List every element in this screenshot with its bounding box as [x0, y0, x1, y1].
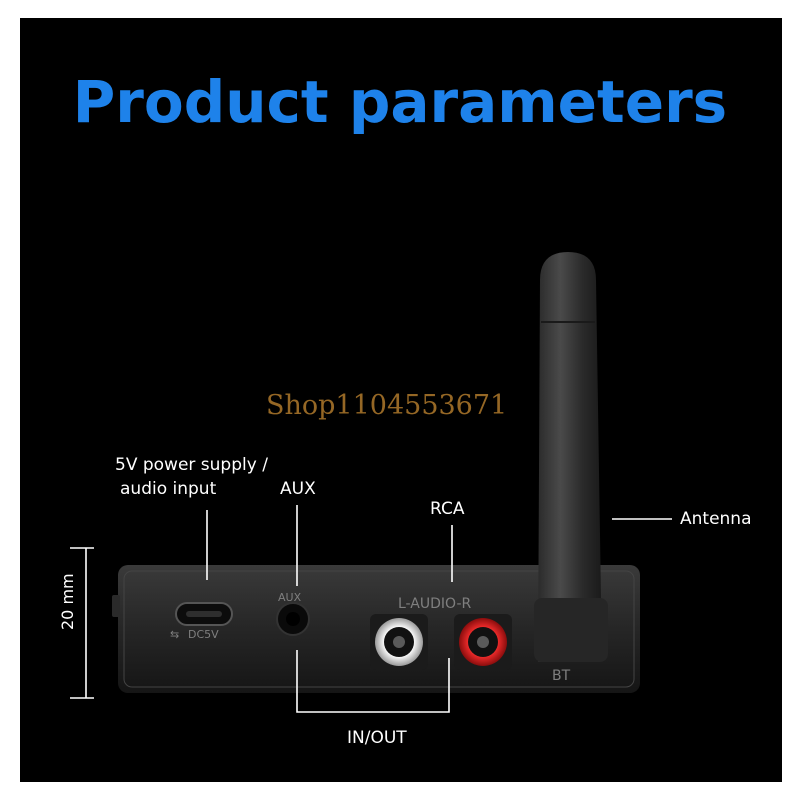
callout-lines — [70, 505, 672, 713]
height-dimension-label: 20 mm — [58, 573, 77, 630]
rca-print: L-AUDIO-R — [398, 596, 471, 612]
in-out-label: IN/OUT — [347, 728, 407, 748]
aux-label: AUX — [280, 479, 316, 499]
rca-label: RCA — [430, 499, 465, 519]
dc-print: DC5V — [188, 628, 219, 641]
aux-print: AUX — [278, 591, 302, 604]
power-supply-label-line2: audio input — [120, 479, 217, 499]
antenna — [538, 252, 602, 662]
shop-watermark: Shop1104553671 — [266, 390, 508, 421]
usb-symbol: ⇆ — [170, 628, 179, 641]
antenna-label: Antenna — [680, 509, 752, 529]
page-title: Product parameters — [72, 68, 728, 136]
bt-print: BT — [552, 668, 571, 684]
power-supply-label-line1: 5V power supply / — [115, 455, 268, 475]
